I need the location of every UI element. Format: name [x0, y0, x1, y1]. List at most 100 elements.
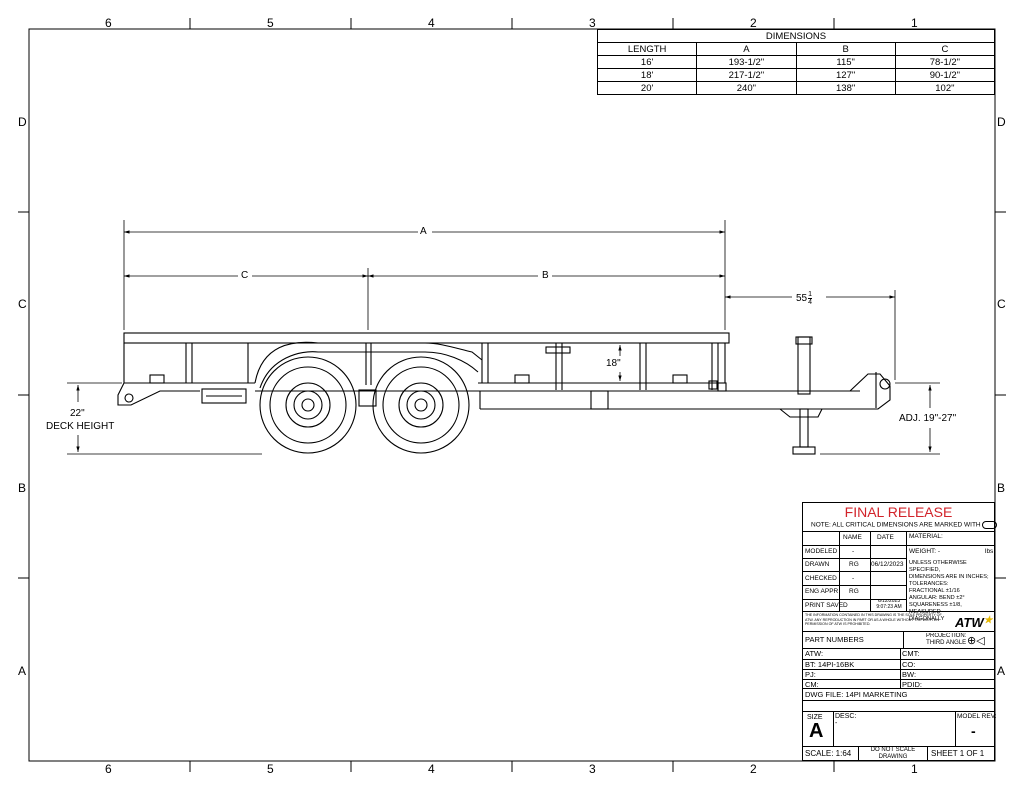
pn-cm: CM: — [805, 680, 819, 689]
tolerance-line: DIMENSIONS ARE IN INCHES; — [909, 574, 989, 580]
material-label: MATERIAL: — [909, 533, 943, 540]
proprietary-line: ATW. ANY REPRODUCTION IN PART OR AS A WH… — [805, 617, 939, 622]
tolerance-line: TOLERANCES: — [909, 581, 949, 587]
dim-a-label: A — [420, 226, 427, 237]
row-label: ENG APPR — [805, 588, 839, 595]
zone-label-bottom: 3 — [589, 762, 596, 776]
table-cell: 20' — [596, 81, 698, 95]
table-cell: 127" — [795, 68, 896, 82]
zone-label-right: B — [997, 481, 1006, 495]
rail-height-label: 18" — [606, 358, 621, 369]
wheel-rear — [259, 356, 357, 454]
pn-bt: BT: 14PI-16BK — [805, 660, 855, 669]
zone-label-bottom: 5 — [267, 762, 274, 776]
pn-pj: PJ: — [805, 670, 816, 679]
zone-label-right: A — [997, 664, 1006, 678]
row-name: - — [852, 575, 855, 582]
dimensions-table-title: DIMENSIONS — [597, 29, 995, 43]
zone-label-bottom: 6 — [105, 762, 112, 776]
table-row: 18' 217-1/2" 127" 90-1/2" — [596, 68, 996, 82]
do-not-scale-line: DRAWING — [878, 753, 908, 760]
table-cell: 102" — [894, 81, 996, 95]
weight-label: WEIGHT: - — [909, 548, 941, 555]
table-cell: 217-1/2" — [696, 68, 797, 82]
trailer-side-view — [117, 332, 891, 455]
table-header: C — [894, 42, 996, 56]
atw-logo: ATW★ — [955, 615, 993, 630]
desc-label: DESC: — [835, 713, 857, 720]
sheet-label: SHEET 1 OF 1 — [931, 749, 985, 758]
row-date: 06/12/2023 — [871, 561, 904, 568]
deck-side — [123, 343, 726, 384]
critical-mark-icon — [981, 521, 997, 529]
proprietary-line: PERMISSION OF ATW IS PROHIBITED. — [805, 622, 871, 627]
row-date: 6/12/2023 9:07:23 AM — [876, 599, 902, 610]
star-icon: ★ — [983, 615, 993, 626]
zone-label-top: 5 — [267, 16, 274, 30]
model-rev-label: MODEL REV: — [957, 713, 997, 720]
table-cell: 78-1/2" — [894, 55, 996, 69]
table-cell: 18' — [596, 68, 698, 82]
pn-atw: ATW: — [805, 649, 824, 658]
proprietary-notice: THE INFORMATION CONTAINED IN THIS DRAWIN… — [805, 613, 942, 627]
pn-co: CO: — [902, 660, 916, 669]
table-row: 20' 240" 138" 102" — [596, 81, 996, 95]
table-header: A — [696, 42, 797, 56]
row-name: - — [852, 548, 855, 555]
zone-label-top: 3 — [589, 16, 596, 30]
zone-label-bottom: 4 — [428, 762, 435, 776]
table-cell: 138" — [795, 81, 896, 95]
zone-label-bottom: 1 — [911, 762, 918, 776]
deck-height-label: DECK HEIGHT — [46, 421, 115, 432]
dim-b-label: B — [542, 270, 549, 281]
logo-text: ATW — [955, 615, 984, 630]
weight-unit: lbs — [985, 548, 994, 555]
dimension-lines — [67, 220, 940, 455]
title-block: FINAL RELEASE NOTE: ALL CRITICAL DIMENSI… — [802, 502, 997, 761]
table-row: 16' 193-1/2" 115" 78-1/2" — [596, 55, 996, 69]
zone-label-top: 6 — [105, 16, 112, 30]
rail-stakes — [185, 343, 719, 390]
zone-label-top: 1 — [911, 16, 918, 30]
zone-ticks — [18, 18, 1006, 772]
row-name: RG — [849, 561, 859, 568]
tolerance-line: FRACTIONAL ±1/16 — [909, 588, 960, 594]
pn-bw: BW: — [902, 670, 917, 679]
size-value: A — [809, 720, 824, 742]
table-header: LENGTH — [596, 42, 698, 56]
zone-label-left: B — [18, 481, 27, 495]
dwg-file: DWG FILE: 14PI MARKETING — [805, 690, 908, 699]
row-label: DRAWN — [805, 561, 830, 568]
zone-label-left: A — [18, 664, 27, 678]
desc-value: - — [835, 720, 838, 727]
projection-line: THIRD ANGLE — [926, 639, 967, 646]
wheel-front — [372, 356, 470, 454]
zone-label-left: D — [18, 115, 27, 129]
scale-label: SCALE: 1:64 — [805, 749, 852, 758]
coupler-height-label: ADJ. 19"-27" — [899, 413, 957, 424]
projection-line: PROJECTION: — [926, 633, 967, 639]
tolerance-line: SQUARENESS ±1/8, MEASURED — [909, 602, 962, 615]
table-cell: 16' — [596, 55, 698, 69]
critical-note: NOTE: ALL CRITICAL DIMENSIONS ARE MARKED… — [811, 521, 997, 529]
release-status: FINAL RELEASE — [844, 504, 953, 520]
rear-light-box — [201, 388, 247, 404]
tolerances-block: UNLESS OTHERWISE SPECIFIED, DIMENSIONS A… — [909, 560, 995, 623]
model-rev-value: - — [971, 723, 976, 739]
dim-c-label: C — [241, 270, 249, 281]
row-name: RG — [849, 588, 859, 595]
size-label: SIZE — [807, 714, 823, 721]
col-name-header: NAME — [843, 534, 862, 541]
dimensions-table: DIMENSIONS LENGTH A B C 16' 193-1/2" 115… — [596, 29, 996, 95]
do-not-scale-note: DO NOT SCALE DRAWING — [859, 747, 927, 760]
row-label: PRINT SAVED — [805, 602, 848, 609]
projection-symbol-icon: ⊕◁ — [967, 635, 985, 647]
tolerance-line: ANGULAR: BEND ±2° — [909, 595, 965, 601]
zone-label-top: 2 — [750, 16, 757, 30]
proprietary-line: THE INFORMATION CONTAINED IN THIS DRAWIN… — [805, 613, 942, 617]
row-label: CHECKED — [805, 575, 837, 582]
table-header: B — [795, 42, 896, 56]
col-date-header: DATE — [877, 534, 894, 541]
